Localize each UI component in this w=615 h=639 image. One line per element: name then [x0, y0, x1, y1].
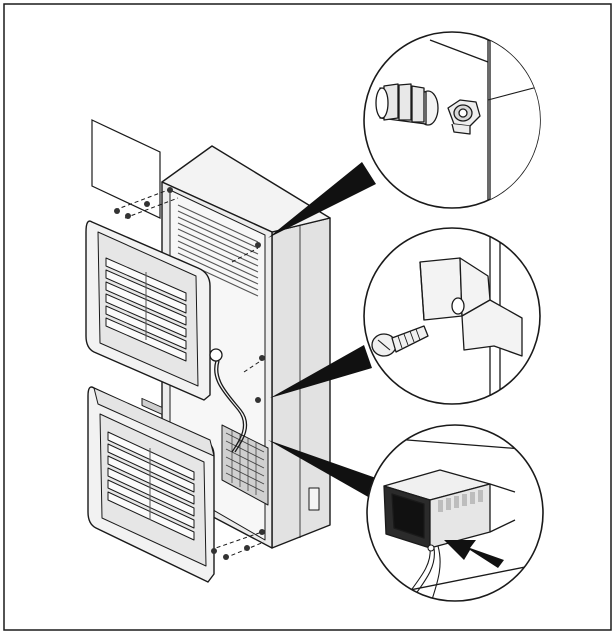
- arrow-icon: [444, 540, 504, 568]
- lower-louvers: [107, 431, 195, 541]
- unit-mounting-studs: [167, 187, 265, 535]
- bracket-icon: [419, 257, 523, 357]
- ground-cable: [209, 348, 248, 453]
- top-screws: [114, 201, 150, 219]
- cover-latch: [141, 397, 163, 415]
- callout-cable-gland: [363, 31, 541, 209]
- callout-mounting-bracket: [363, 227, 541, 405]
- pointer-bottom: [268, 440, 376, 498]
- pointer-top: [268, 162, 376, 238]
- fan-grille: [221, 424, 269, 506]
- bottom-screws: [211, 545, 250, 560]
- upper-front-cover: [85, 220, 211, 401]
- cable-gland-icon: [375, 83, 439, 126]
- nut-icon: [447, 99, 481, 135]
- pointer-middle: [270, 345, 372, 398]
- connector-plug-icon: [383, 469, 516, 549]
- lower-front-cover: [87, 386, 215, 583]
- unit-side-plate: [308, 487, 320, 511]
- alignment-lines-top: [114, 189, 265, 559]
- gasket-sheet: [91, 119, 161, 219]
- callout-pointers: [268, 162, 376, 498]
- screw-icon: [371, 325, 429, 357]
